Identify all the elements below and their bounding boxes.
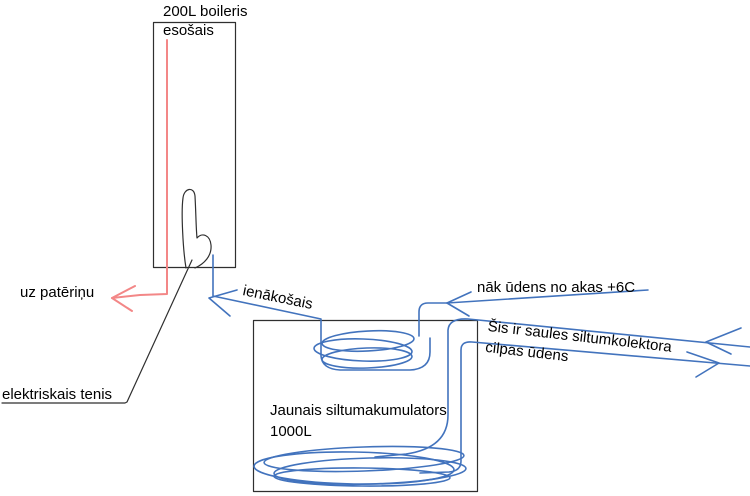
to-consumption-label: uz patēriņu bbox=[20, 284, 95, 301]
incoming-arrow bbox=[208, 289, 238, 317]
hot-water-pipe bbox=[111, 39, 168, 312]
tank-name: Jaunais siltumakumulators bbox=[270, 402, 447, 419]
well-water-pipe bbox=[418, 289, 649, 337]
to-consumption-arrow bbox=[111, 285, 136, 312]
tank-label: Jaunais siltumakumulators 1000L bbox=[270, 400, 447, 442]
boiler-outline bbox=[152, 21, 237, 269]
bottom-coil bbox=[253, 445, 467, 487]
solar-supply-pipe bbox=[374, 318, 750, 458]
cold-inlet-pipe bbox=[208, 254, 431, 371]
well-water-label: nāk ūdens no akas +6C bbox=[477, 279, 636, 296]
tank-capacity: 1000L bbox=[270, 423, 312, 440]
solar-supply-arrow bbox=[705, 327, 742, 355]
boiler-subtitle: esošais bbox=[163, 22, 214, 39]
heater-leader-line bbox=[1, 259, 193, 404]
heater-label: elektriskais tenis bbox=[2, 386, 113, 403]
top-coil bbox=[313, 329, 415, 369]
heating-element-shape bbox=[181, 188, 212, 269]
boiler-title: 200L boileris bbox=[163, 3, 248, 20]
solar-return-arrow bbox=[686, 351, 720, 378]
well-water-arrow bbox=[446, 291, 472, 317]
tank-outline bbox=[252, 319, 479, 493]
